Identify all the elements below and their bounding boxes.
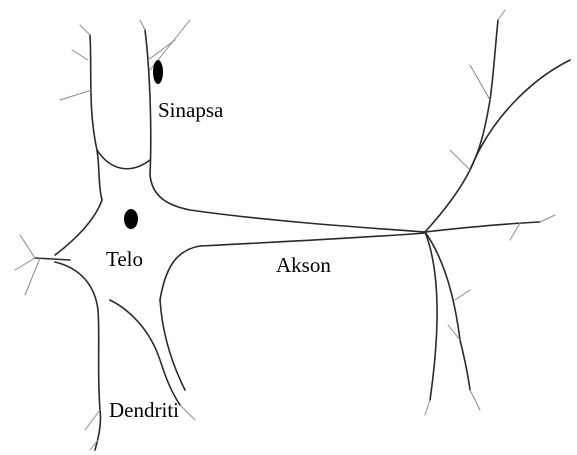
body-label: Telo — [106, 247, 143, 271]
dendrite-twigs — [15, 10, 555, 450]
axon-terminals — [425, 20, 570, 400]
dendrite-lower-left — [55, 262, 101, 450]
dendrite-upper-arc — [97, 150, 150, 169]
dendrite-upper-left — [90, 35, 102, 200]
terminal-upper-branch — [470, 60, 570, 170]
dendrite-upper-right — [145, 30, 425, 232]
terminal-upper — [425, 20, 498, 232]
axon-label: Akson — [276, 253, 331, 277]
synapse-marker — [153, 60, 163, 84]
dendrite-left-upper-edge — [55, 200, 102, 255]
synapse-label: Sinapsa — [158, 98, 224, 122]
nucleus-marker — [124, 209, 138, 229]
cell-body-outline — [35, 30, 425, 450]
dendrites-label: Dendriti — [109, 398, 179, 422]
terminal-middle — [425, 222, 540, 232]
dendrite-lower-right — [160, 300, 185, 390]
terminal-lower-branch — [425, 232, 437, 400]
